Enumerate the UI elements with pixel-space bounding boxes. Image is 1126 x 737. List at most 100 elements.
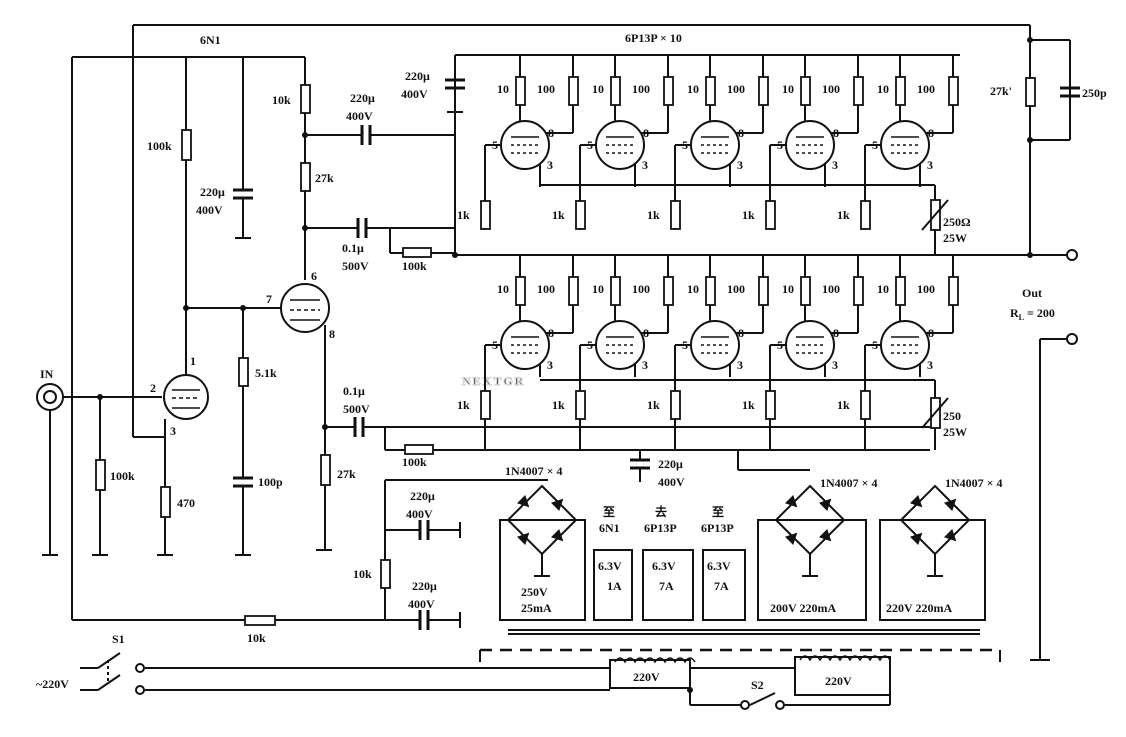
c220-mid-label-a: 220μ [405, 69, 430, 83]
screen-resistor-label: 10 [592, 82, 604, 96]
plate-resistor-label: 100 [632, 82, 650, 96]
c220-ps2-label-a: 220μ [412, 579, 437, 593]
cathode-resistor-label: 1k [457, 208, 470, 222]
pot-top-label-b: 25W [943, 231, 967, 245]
c01-bot-label-b: 500V [343, 402, 370, 416]
output-terminal-2[interactable] [1066, 333, 1078, 345]
cathode-pot-250-ohm-bottom[interactable] [921, 380, 949, 450]
fil2-v: 6.3V [652, 559, 676, 573]
fil1-v: 6.3V [598, 559, 622, 573]
cathode-resistor-1k [860, 390, 871, 420]
screen-resistor [610, 276, 621, 306]
watermark: NEXTGR [462, 374, 525, 388]
plate-resistor [568, 76, 579, 106]
plate-resistor-label: 100 [917, 82, 935, 96]
resistor-27k-mid [300, 162, 311, 192]
feedback-resistor-10k [244, 615, 276, 626]
bridge-rectifier-2 [774, 484, 846, 577]
c01-top-label-b: 500V [342, 259, 369, 273]
fil1-a: 1A [607, 579, 622, 593]
c220-left-label-a: 220μ [200, 185, 225, 199]
r100k-bias-top-label: 100k [402, 259, 427, 273]
cathode-resistor-1k [670, 200, 681, 230]
cathode-resistor-label: 1k [742, 398, 755, 412]
v1-pin3: 3 [170, 424, 176, 438]
pin3-label: 3 [737, 358, 743, 372]
bridge1-label: 1N4007 × 4 [505, 464, 563, 478]
cathode-resistor-1k [480, 390, 491, 420]
sec1-label-a: 250V [521, 585, 548, 599]
screen-resistor-label: 10 [497, 82, 509, 96]
pin3-label: 3 [547, 358, 553, 372]
output-terminal-1[interactable] [1066, 249, 1078, 261]
screen-resistor-label: 10 [687, 282, 699, 296]
fil1-to: 至 [603, 505, 615, 519]
cathode-resistor-label: 1k [552, 208, 565, 222]
resistor-100k-bias-top [402, 247, 432, 258]
pin3-label: 3 [927, 358, 933, 372]
screen-resistor [515, 276, 526, 306]
switch-s2[interactable] [740, 692, 785, 710]
pin8-label: 8 [928, 326, 934, 340]
plate-resistor-label: 100 [917, 282, 935, 296]
plate-resistor [758, 276, 769, 306]
transformer-primary-1 [609, 657, 696, 689]
output-tubes-label: 6P13P × 10 [625, 31, 682, 45]
plate-resistor-label: 100 [632, 282, 650, 296]
cathode-resistor-label: 1k [837, 398, 850, 412]
cathode-resistor-1k [860, 200, 871, 230]
plate-resistor-label: 100 [727, 82, 745, 96]
plate-resistor-100k [181, 129, 192, 161]
cathode-pot-250-ohm-top[interactable] [921, 185, 949, 255]
cathode-resistor-label: 1k [742, 208, 755, 222]
bridge-rectifier-3 [899, 484, 971, 577]
pin8-label: 8 [643, 126, 649, 140]
pot-bot-label-a: 250 [943, 409, 961, 423]
plate-resistor [568, 276, 579, 306]
c250p-label: 250p [1082, 86, 1107, 100]
plate-resistor-label: 100 [537, 82, 555, 96]
cathode-resistor-1k [670, 390, 681, 420]
ground-symbols [42, 549, 332, 556]
screen-resistor [800, 276, 811, 306]
pin8-label: 8 [548, 126, 554, 140]
resistor-5k1 [238, 357, 249, 387]
plate-resistor [948, 276, 959, 306]
input-jack[interactable] [36, 383, 64, 555]
screen-resistor [610, 76, 621, 106]
v2-pin7: 7 [266, 292, 272, 306]
plate-resistor-label: 100 [822, 282, 840, 296]
screen-resistor-label: 10 [877, 282, 889, 296]
cathode-resistor-470 [160, 486, 171, 518]
v1-pin2: 2 [150, 381, 156, 395]
screen-resistor [515, 76, 526, 106]
feedback-resistor-27k [1025, 77, 1036, 107]
plate-resistor-label: 100 [727, 282, 745, 296]
c220-ps1-label-b: 400V [406, 507, 433, 521]
screen-resistor [800, 76, 811, 106]
bridge-rectifier-1 [506, 484, 578, 577]
pin3-label: 3 [832, 158, 838, 172]
pin8-label: 8 [928, 126, 934, 140]
primary2-label: 220V [825, 674, 852, 688]
cathode-resistor-label: 1k [647, 398, 660, 412]
c220-ps2-label-b: 400V [408, 597, 435, 611]
primary1-label: 220V [633, 670, 660, 684]
bridge-rectifiers [506, 484, 971, 577]
r10k-ps-label: 10k [353, 567, 372, 581]
c01-bot-label-a: 0.1μ [343, 384, 365, 398]
v1-pin1: 1 [190, 354, 196, 368]
pot-top-label-a: 250Ω [943, 215, 971, 229]
switch-s1[interactable] [97, 652, 145, 695]
pin8-label: 8 [643, 326, 649, 340]
pin3-label: 3 [642, 158, 648, 172]
screen-resistor [705, 76, 716, 106]
